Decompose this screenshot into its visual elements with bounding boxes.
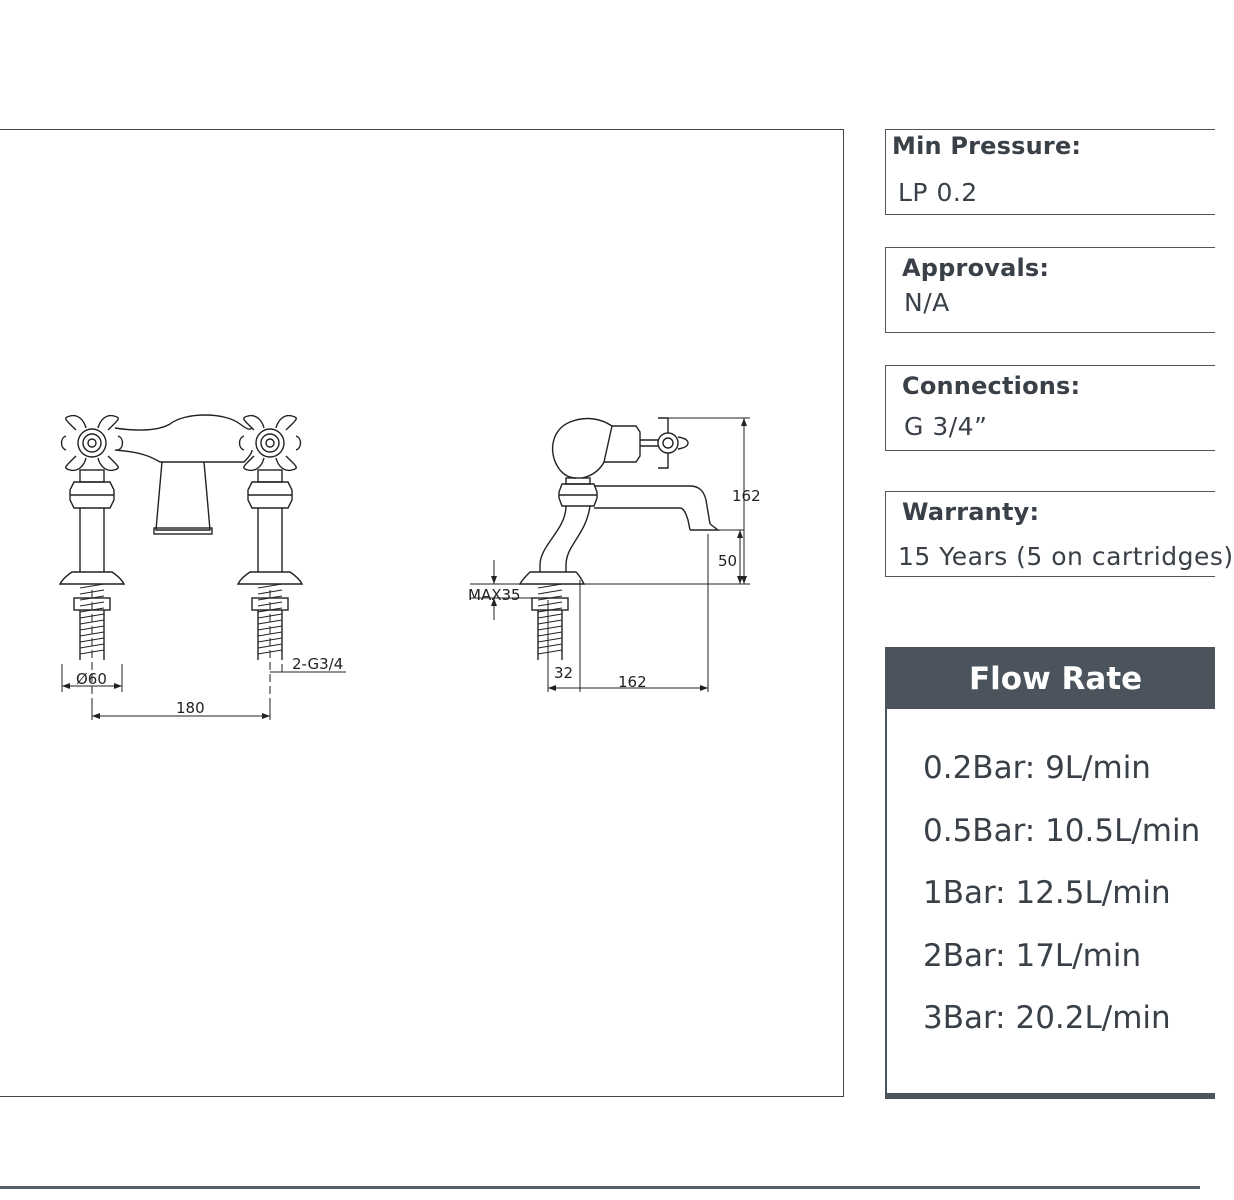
- spec-min-pressure: Min Pressure: LP 0.2: [885, 129, 1215, 215]
- dim-spout-reach: 162: [618, 673, 647, 691]
- spec-label: Min Pressure:: [892, 132, 1082, 160]
- side-view: [518, 417, 721, 660]
- dim-max-deck: MAX35: [468, 586, 521, 604]
- front-dimensions: [61, 664, 346, 720]
- spec-label: Warranty:: [902, 498, 1040, 526]
- front-view: [58, 414, 304, 720]
- dim-base-diameter: Ø60: [76, 670, 107, 688]
- spec-connections: Connections: G 3/4”: [885, 365, 1215, 451]
- list-item: 3Bar: 20.2L/min: [923, 1000, 1171, 1036]
- spec-label: Approvals:: [902, 254, 1050, 282]
- list-item: 0.2Bar: 9L/min: [923, 750, 1151, 786]
- dim-height: 162: [732, 487, 761, 505]
- spec-value: 15 Years (5 on cartridges): [898, 542, 1234, 571]
- flow-rate-list: 0.2Bar: 9L/min 0.5Bar: 10.5L/min 1Bar: 1…: [923, 749, 1200, 1062]
- list-item: 0.5Bar: 10.5L/min: [923, 812, 1201, 849]
- dim-spout-offset: 32: [554, 664, 573, 682]
- left-cross-handle: [60, 414, 124, 472]
- bottom-divider: [0, 1186, 1200, 1189]
- spec-value: G 3/4”: [904, 412, 988, 441]
- spec-value: N/A: [904, 288, 950, 317]
- list-item: 1Bar: 12.5L/min: [923, 875, 1171, 911]
- side-dimensions: [470, 417, 750, 692]
- dim-centers: 180: [176, 699, 205, 717]
- flow-rate-title: Flow Rate: [969, 661, 1143, 697]
- dim-thread: 2-G3/4: [292, 655, 343, 673]
- right-cross-handle: [238, 414, 302, 472]
- list-item: 2Bar: 17L/min: [923, 937, 1142, 974]
- dimension-arrows: [62, 418, 747, 719]
- technical-drawing: Ø60 180 2-G3/4 162 50 MAX35 32 162: [58, 414, 761, 720]
- dim-spout-height: 50: [718, 552, 737, 570]
- spec-approvals: Approvals: N/A: [885, 247, 1215, 333]
- spec-label: Connections:: [902, 372, 1081, 400]
- thread-hatching: [79, 583, 283, 655]
- drawing-frame: [0, 129, 844, 1097]
- spec-value: LP 0.2: [898, 178, 978, 207]
- spec-warranty: Warranty: 15 Years (5 on cartridges): [885, 491, 1233, 577]
- flow-rate-header: Flow Rate: [887, 649, 1215, 709]
- flow-rate-panel: Flow Rate 0.2Bar: 9L/min 0.5Bar: 10.5L/m…: [885, 647, 1215, 1099]
